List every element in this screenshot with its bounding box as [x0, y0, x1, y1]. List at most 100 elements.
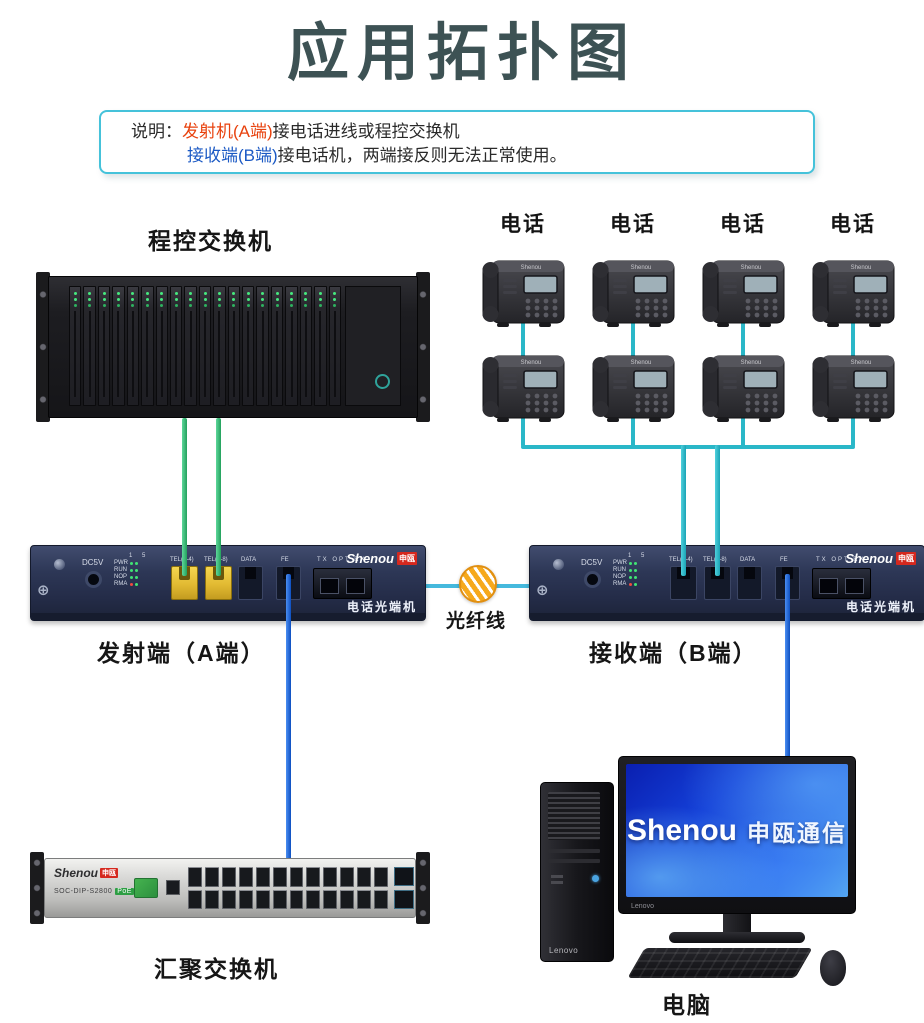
ethernet-port — [188, 889, 202, 909]
phone-keypad — [745, 393, 778, 413]
dc-power-label: DC5V — [82, 558, 104, 567]
ethernet-port — [204, 889, 219, 909]
phone-graphic: Shenou — [482, 355, 565, 422]
phone-keypad — [525, 393, 558, 413]
monitor: Shenou 申瓯通信 Lenovo — [618, 756, 856, 914]
desk-phone: Shenou — [587, 243, 679, 331]
led-header: 1 5 — [628, 553, 649, 559]
pbx-label: 程控交换机 — [148, 228, 273, 254]
led-indicator — [634, 575, 637, 579]
pbx-card — [198, 286, 212, 406]
phone-brand: Shenou — [521, 360, 542, 366]
pbx-card — [184, 286, 197, 406]
led-indicator — [130, 582, 133, 586]
ethernet-port — [374, 889, 388, 909]
cable-pbx-1 — [182, 418, 187, 576]
led-label: PWR — [114, 560, 128, 566]
led-row: RMA — [613, 581, 648, 587]
note-highlight-transmitter: 发射机(A端) — [182, 122, 273, 141]
data-port-label: DATA — [241, 557, 257, 563]
note-text-1: 接电话进线或程控交换机 — [272, 122, 460, 141]
optical-module — [812, 568, 871, 599]
led-indicator — [135, 561, 138, 565]
pbx-switch — [36, 272, 430, 422]
phone-label: 电话 — [500, 213, 546, 236]
phone-brand: Shenou — [851, 360, 872, 366]
fiber-label: 光纤线 — [446, 611, 507, 632]
led-indicator — [135, 575, 138, 579]
note-highlight-receiver: 接收端(B端) — [187, 146, 278, 165]
dc-power-jack — [85, 571, 102, 588]
phone-brand: Shenou — [521, 265, 542, 271]
sfp-slots — [394, 867, 414, 909]
led-label: NOP — [613, 574, 627, 580]
phone-screen — [743, 370, 778, 389]
phone-label: 电话 — [610, 213, 656, 236]
phone-graphic: Shenou — [592, 260, 675, 327]
phone-graphic: Shenou — [812, 260, 895, 327]
ethernet-port — [204, 867, 219, 887]
ethernet-port — [340, 867, 355, 887]
phone-brand: Shenou — [741, 265, 762, 271]
phone-screen — [853, 275, 888, 294]
phone-label: 电话 — [830, 213, 876, 236]
ethernet-port — [357, 889, 372, 909]
fe-port-label: FE — [281, 557, 289, 563]
note-label: 说明： — [131, 122, 182, 141]
dc-power-jack — [584, 571, 601, 588]
poe-badge: PoE — [115, 888, 134, 895]
ground-symbol: ⊕ — [37, 582, 50, 599]
cable-pbx-2 — [216, 418, 221, 576]
ethernet-port — [306, 889, 321, 909]
receiver-label: 接收端（B端） — [589, 640, 758, 666]
pbx-card — [169, 286, 183, 406]
screen-brand-cn: 申瓯通信 — [747, 819, 847, 846]
phone-keypad — [745, 298, 778, 318]
phone-softkeys — [613, 374, 627, 389]
page-title: 应用拓扑图 — [286, 16, 637, 89]
cable-phone-drop-2 — [715, 445, 720, 576]
ethernet-port — [323, 889, 338, 909]
phone-screen — [743, 275, 778, 294]
phone-keypad — [855, 393, 888, 413]
phone-softkeys — [833, 279, 847, 294]
pbx-card — [97, 286, 111, 406]
led-indicator — [130, 575, 133, 579]
tel-port-label: TEL(1-4) — [669, 557, 693, 563]
cable-fe-to-pc — [785, 574, 790, 764]
phone-keypad — [635, 393, 668, 413]
ethernet-port — [188, 867, 202, 887]
ethernet-port — [357, 867, 372, 887]
desk-phone: Shenou — [587, 338, 679, 426]
ethernet-port — [221, 867, 236, 887]
drive-slot — [548, 849, 600, 853]
fe-port-label: FE — [780, 557, 788, 563]
usb-ports — [551, 875, 563, 878]
pbx-card — [242, 286, 255, 406]
data-port — [737, 566, 762, 600]
led-indicator — [135, 582, 138, 586]
pbx-card — [328, 286, 342, 406]
led-indicator — [634, 582, 637, 586]
pbx-card — [227, 286, 241, 406]
phone-graphic: Shenou — [812, 355, 895, 422]
led-indicator — [135, 568, 138, 572]
ethernet-port — [238, 867, 253, 887]
ethernet-port — [255, 889, 270, 909]
cable-phone-drop-1 — [681, 445, 686, 576]
led-indicator — [629, 575, 632, 579]
phone-label: 电话 — [720, 213, 766, 236]
data-port — [238, 566, 263, 600]
optical-port-label: TX OPT RX — [317, 557, 367, 563]
pbx-card-slots — [69, 286, 342, 406]
led-row: RUN — [613, 567, 648, 573]
led-label: RMA — [114, 581, 128, 587]
ethernet-port — [289, 889, 304, 909]
rack-ear — [416, 852, 430, 924]
cable-phone-bus — [521, 445, 855, 449]
transmitter-label: 发射端（A端） — [97, 640, 266, 666]
